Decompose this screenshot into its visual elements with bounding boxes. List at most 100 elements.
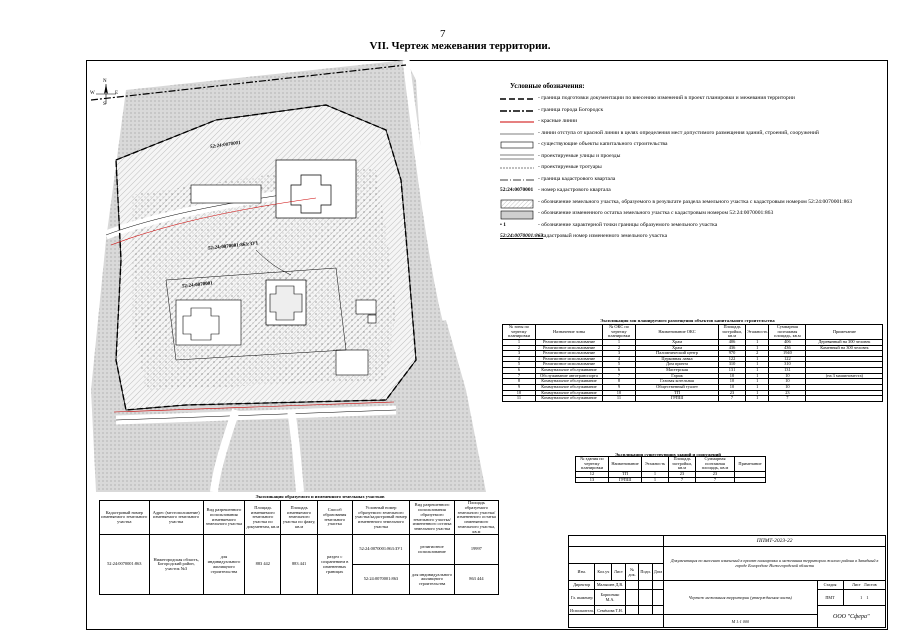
legend-symbol xyxy=(500,95,534,103)
column-header: Площадь образуемого земельного участка/и… xyxy=(453,499,500,536)
table-cell: 1 xyxy=(744,395,770,402)
territory-map xyxy=(90,60,486,492)
existing-table-caption: Экспликация существующих зданий и сооруж… xyxy=(615,452,721,457)
table-cell: Коммунальное обслуживание xyxy=(535,395,603,402)
stamp-role: Директор xyxy=(567,579,596,590)
legend-text: - номер кадастрового квартала xyxy=(538,187,611,194)
parcel-use: для индивидуального жилищного строительс… xyxy=(202,534,246,596)
column-header: № зоны по чертежу планировки xyxy=(502,324,536,340)
legend-text: - обозначение земельного участка, образу… xyxy=(538,198,853,205)
stamp-sheet-title: Чертеж межевания территории (утверждаема… xyxy=(663,579,818,615)
sub-use: религиозное использование xyxy=(409,534,455,566)
legend-item: - существующие объекты капитального стро… xyxy=(500,141,890,149)
column-header: Вид разрешенного использования образуемо… xyxy=(409,499,455,536)
stamp-col-header: Кол.уч xyxy=(594,563,613,581)
legend-item: - граница кадастрового квартала xyxy=(500,176,890,184)
compass-e: E xyxy=(115,91,119,96)
sub-num: 52:24:0070001:863:ЗУ1 xyxy=(351,534,411,566)
compass-rose xyxy=(96,84,116,104)
column-header: Примечание xyxy=(805,324,884,340)
legend-symbol-text: 52:24:0070001 xyxy=(500,187,534,194)
legend-text: - кадастровый номер измененного земельно… xyxy=(538,233,668,240)
compass-n: N xyxy=(103,79,107,84)
legend-text: - обозначение характерной точки границы … xyxy=(538,221,718,228)
legend-symbol: 52:24:0070001 xyxy=(500,187,534,195)
stamp-col-header: № док. xyxy=(624,563,640,581)
legend-item: - проектируемые тротуары xyxy=(500,164,890,172)
legend-text: - граница города Богородск xyxy=(538,106,604,113)
column-header: Площадь изменяемого земельного участка п… xyxy=(280,499,318,536)
column-header: Суммарная поэтажная площадь, кв.м xyxy=(768,324,807,340)
legend-symbol-text: • 1 xyxy=(500,221,506,228)
parcel-method: раздел с сохранением в измененных границ… xyxy=(316,534,353,596)
legend-symbol xyxy=(500,107,534,115)
legend: Условные обозначения: - граница подготов… xyxy=(500,82,890,245)
column-header: Этажность xyxy=(744,324,770,340)
legend-item: - граница города Богородск xyxy=(500,107,890,115)
legend-symbol xyxy=(500,176,534,184)
table-cell: ГРПШ xyxy=(635,395,719,402)
table-cell: 7 xyxy=(718,395,746,402)
title-block: ППМТ-2023-22 Документация по внесению из… xyxy=(567,535,887,628)
legend-text: - существующие объекты капитального стро… xyxy=(538,141,668,148)
legend-item: - красные линии xyxy=(500,118,890,126)
table-cell: 1 xyxy=(641,476,669,484)
legend-symbol xyxy=(500,199,534,209)
stamp-description: Документация по внесению изменений в про… xyxy=(663,546,886,581)
parcels-table: Кадастровый номер изменяемого земельного… xyxy=(99,499,500,596)
legend-symbol xyxy=(500,118,534,126)
parcel-address: Нижегородская область, Богородский район… xyxy=(148,534,204,596)
compass-s: S xyxy=(103,102,106,107)
table-cell: ГРПШ xyxy=(608,476,642,484)
sub-area: 863 444 xyxy=(453,564,500,596)
column-header: Вид разрешенного использования изменяемо… xyxy=(202,499,246,536)
stamp-person: Малышев Д.В. xyxy=(594,579,626,590)
stamp-person: Борисенко М.А. xyxy=(594,588,626,606)
legend-symbol: 52:24:0070001:863 xyxy=(500,233,543,241)
column-header: Кадастровый номер изменяемого земельного… xyxy=(99,499,150,536)
legend-heading: Условные обозначения: xyxy=(510,82,585,90)
sub-area: 19997 xyxy=(453,534,500,566)
column-header: Суммарная поэтажная площадь, кв.м xyxy=(695,456,735,472)
page-title: VII. Чертеж межевания территории. xyxy=(369,40,551,52)
stamp-col-header: Дата xyxy=(651,563,665,581)
parcel-area-doc: 883 442 xyxy=(244,534,282,596)
stamp-sheets-label: Листов xyxy=(863,582,877,587)
stamp-col-header: Лист xyxy=(611,563,626,581)
column-header: Площадь застройки, кв.м xyxy=(668,456,696,472)
legend-symbol xyxy=(500,164,534,172)
stamp-col-header: Подп. xyxy=(638,563,653,581)
legend-item: • 1 - обозначение характерной точки грани… xyxy=(500,222,890,230)
legend-symbol: • 1 xyxy=(500,222,534,230)
legend-item: - обозначение земельного участка, образу… xyxy=(500,198,890,209)
column-header: Наименование ОКС xyxy=(635,324,719,340)
column-header: Площадь изменяемого земельного участка п… xyxy=(244,499,282,536)
table-cell: 11 xyxy=(502,395,536,402)
red-line xyxy=(110,197,317,246)
table-cell: 7 xyxy=(768,395,807,402)
stamp-col-header: Изм. xyxy=(567,563,596,581)
table-cell xyxy=(734,476,766,484)
legend-text: - проектируемые улицы и проезды xyxy=(538,152,621,159)
stamp-stage: ПМТ xyxy=(816,588,844,606)
stamp-sheets: 1 xyxy=(866,594,869,600)
legend-text: - красные линии xyxy=(538,118,578,125)
column-header: № ОКС по чертежу планировки xyxy=(602,324,636,340)
table-cell: 7 xyxy=(668,476,696,484)
column-header: Назначение зоны xyxy=(535,324,603,340)
sub-num: 52:24:0070001:863 xyxy=(351,564,411,596)
stamp-company: ООО "Сфера" xyxy=(816,605,886,628)
column-header: Примечание xyxy=(734,456,766,472)
legend-item: - граница подготовки документации по вне… xyxy=(500,95,890,103)
legend-symbol xyxy=(500,210,534,220)
legend-text: - граница кадастрового квартала xyxy=(538,175,616,182)
stamp-person: Семёнова Т.Н. xyxy=(594,605,626,615)
column-header: Адрес (местоположение) изменяемого земел… xyxy=(148,499,204,536)
stamp-role: Гл. инженер xyxy=(567,588,596,606)
